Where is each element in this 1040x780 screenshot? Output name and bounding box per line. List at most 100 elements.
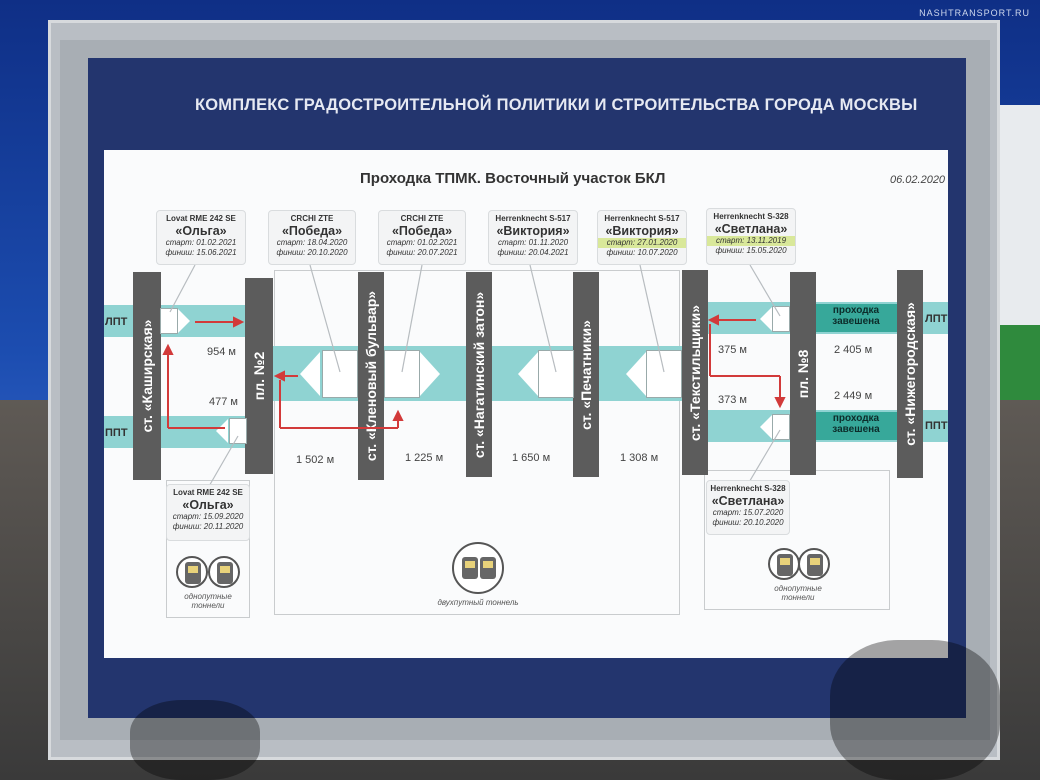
tbm-name: «Ольга» (182, 498, 234, 512)
tbm-icon (160, 308, 178, 334)
leader-line (401, 264, 423, 373)
train-icon (185, 562, 201, 584)
tbm-icon (538, 350, 574, 398)
tunnel-type-caption: однопутные тоннели (184, 592, 232, 610)
tbm-model: Herrenknecht S-517 (604, 214, 680, 223)
train-icon (777, 554, 793, 576)
drive-arrow-head (162, 343, 174, 355)
tbm-start: старт: 15.09.2020 (172, 512, 244, 521)
tunnel-type-caption: двухпутный тоннель (437, 598, 519, 607)
station-bar: ст. «Кленовый бульвар» (358, 272, 384, 480)
distance-label: 1 225 м (405, 452, 444, 464)
tbm-finish: финиш: 20.04.2021 (497, 248, 569, 257)
drive-arrow-head (774, 397, 786, 409)
leader-line (169, 264, 196, 313)
tbm-icon (772, 414, 790, 440)
leader-line (529, 264, 557, 373)
drive-arrow-head (392, 409, 404, 421)
distance-label: 1 502 м (296, 454, 335, 466)
distance-label: 1 308 м (620, 452, 659, 464)
tunnel-label: ППТ (925, 420, 948, 432)
watermark: NASHTRANSPORT.RU (919, 8, 1030, 18)
drive-arrow-head (707, 314, 719, 326)
panel-date: 06.02.2020 (890, 174, 946, 186)
tbm-name: «Ольга» (175, 224, 227, 238)
cutter-head-icon (518, 352, 538, 396)
distance-label: 373 м (718, 394, 747, 406)
leader-line (309, 264, 341, 373)
station-bar: ст. «Текстильщики» (682, 270, 708, 475)
leader-line (747, 429, 781, 485)
cutter-head-icon (420, 352, 440, 396)
tbm-model: CRCHI ZTE (400, 214, 444, 223)
leader-line (207, 435, 239, 489)
cutter-head-icon (300, 352, 320, 396)
tunneling-completed-label: проходка завешена (815, 304, 897, 332)
cutter-head-icon (626, 352, 646, 396)
tbm-start: старт: 15.07.2020 (712, 508, 784, 517)
leader-line (639, 264, 665, 373)
tbm-icon (322, 350, 358, 398)
people-shadow (830, 640, 1000, 780)
tunnel-label: ЛПТ (105, 316, 128, 328)
tbm-name: «Виктория» (496, 224, 570, 238)
tbm-start: старт: 27.01.2020 (598, 238, 686, 248)
distance-label: 2 405 м (834, 344, 873, 356)
tbm-model: Herrenknecht S-328 (713, 212, 789, 221)
station-bar: ст. «Нагатинский затон» (466, 272, 492, 477)
tbm-icon (384, 350, 420, 398)
tbm-icon (646, 350, 682, 398)
tbm-callout: CRCHI ZTE «Победа» старт: 18.04.2020 фин… (268, 210, 356, 265)
station-bar: ст. «Нижегородская» (897, 270, 923, 478)
single-track-icon (208, 556, 240, 588)
drive-arrow-head (273, 370, 285, 382)
distance-label: 375 м (718, 344, 747, 356)
shaft-bar: пл. №8 (790, 272, 816, 475)
train-icon (462, 557, 478, 579)
people-shadow (130, 700, 260, 780)
tbm-callout: Herrenknecht S-328 «Светлана» старт: 15.… (706, 480, 790, 535)
drive-arrow-head (233, 316, 245, 328)
tunnel-label: ППТ (105, 427, 128, 439)
single-track-icon (798, 548, 830, 580)
cutter-head-icon (178, 309, 190, 333)
double-track-icon (452, 542, 504, 594)
tbm-name: «Виктория» (605, 224, 679, 238)
single-track-icon (768, 548, 800, 580)
cutter-head-icon (760, 307, 772, 331)
tbm-finish: финиш: 10.07.2020 (606, 248, 678, 257)
tbm-icon (229, 418, 247, 444)
tunneling-completed-label: проходка завешена (815, 412, 897, 440)
tbm-callout: Herrenknecht S-517 «Виктория» старт: 01.… (488, 210, 578, 265)
tbm-name: «Светлана» (714, 222, 788, 236)
background-building (995, 105, 1040, 405)
tbm-callout: CRCHI ZTE «Победа» старт: 01.02.2021 фин… (378, 210, 466, 265)
shaft-bar: пл. №2 (245, 278, 273, 474)
tbm-finish: финиш: 20.11.2020 (172, 522, 244, 531)
tbm-callout: Lovat RME 242 SE «Ольга» старт: 01.02.20… (156, 210, 246, 265)
single-track-icon (176, 556, 208, 588)
tbm-model: Herrenknecht S-328 (710, 484, 786, 493)
train-icon (217, 562, 233, 584)
leader-line (749, 264, 781, 317)
tbm-finish: финиш: 20.07.2021 (386, 248, 458, 257)
distance-label: 2 449 м (834, 390, 873, 402)
tbm-finish: финиш: 20.10.2020 (712, 518, 784, 527)
tbm-start: старт: 01.02.2021 (386, 238, 458, 247)
distance-label: 1 650 м (512, 452, 551, 464)
tbm-name: «Победа» (281, 224, 343, 238)
tbm-start: старт: 01.02.2021 (165, 238, 237, 247)
tbm-start: старт: 18.04.2020 (276, 238, 348, 247)
cutter-head-icon (760, 415, 772, 439)
cutter-head-icon (216, 419, 228, 443)
tbm-start: старт: 13.11.2019 (707, 236, 795, 246)
tbm-finish: финиш: 15.05.2020 (715, 246, 787, 255)
tbm-model: Herrenknecht S-517 (495, 214, 571, 223)
train-icon (807, 554, 823, 576)
green-fence (997, 325, 1040, 405)
tunnel-label: ЛПТ (925, 313, 948, 325)
distance-label: 477 м (209, 396, 238, 408)
board-title: КОМПЛЕКС ГРАДОСТРОИТЕЛЬНОЙ ПОЛИТИКИ И СТ… (195, 96, 918, 114)
tbm-callout: Herrenknecht S-328 «Светлана» старт: 13.… (706, 208, 796, 265)
